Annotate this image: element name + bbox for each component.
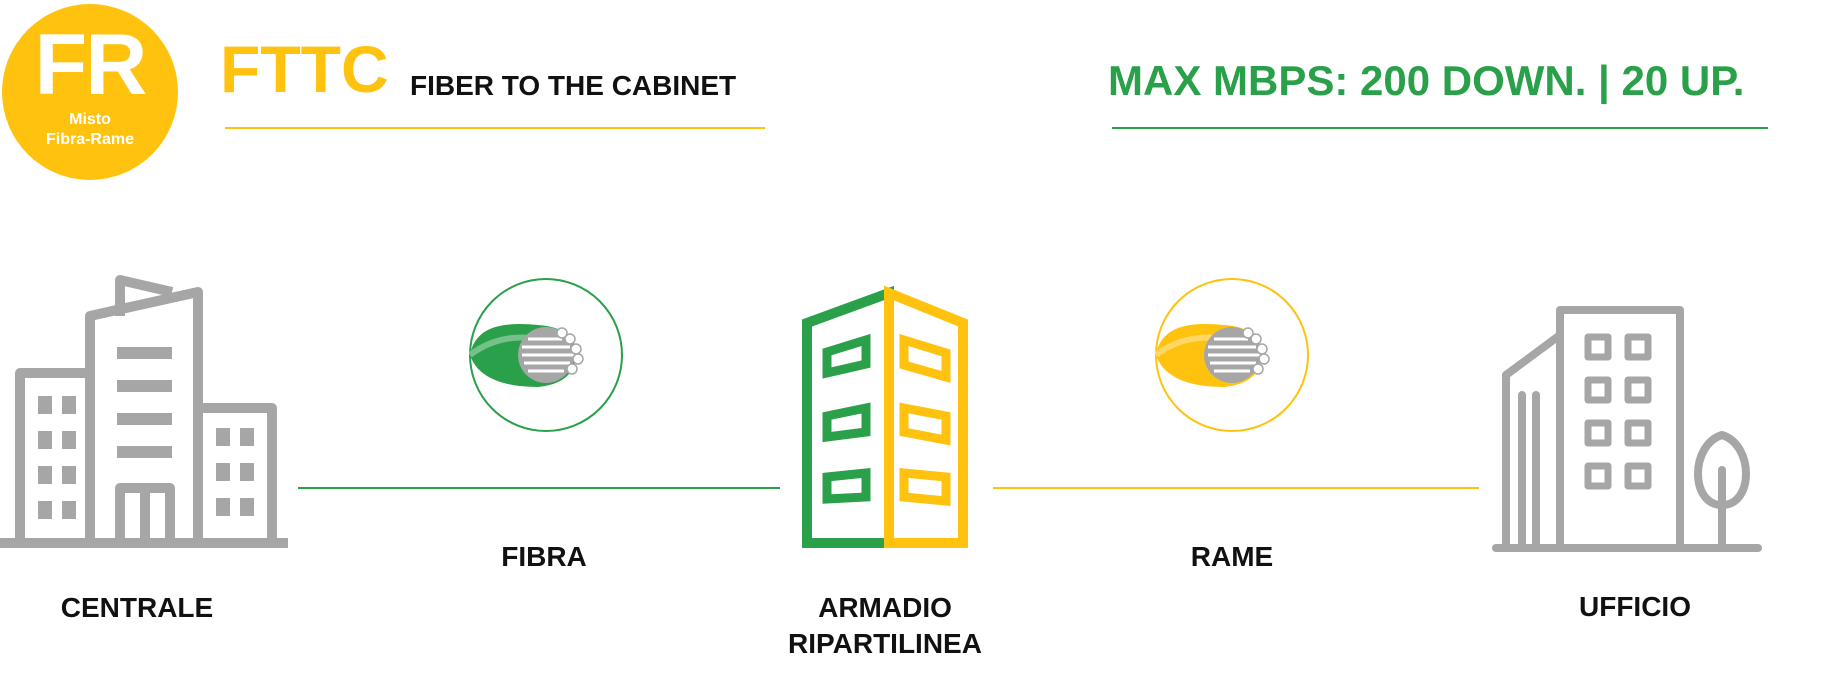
badge-subtitle: Misto Fibra-Rame bbox=[2, 110, 178, 150]
link-label-rame: RAME bbox=[1190, 541, 1274, 572]
badge-code: FR bbox=[34, 17, 148, 113]
cabinet-building-icon bbox=[802, 285, 968, 548]
fiber-cable-icon bbox=[468, 278, 623, 432]
node-label-armadio: ARMADIO RIPARTILINEA bbox=[755, 590, 1015, 662]
node-label-ufficio: UFFICIO bbox=[1579, 591, 1691, 622]
type-badge: FR Misto Fibra-Rame bbox=[2, 4, 178, 180]
fibra-link-line bbox=[298, 487, 780, 489]
title-divider bbox=[225, 127, 765, 129]
node-label-armadio-line1: ARMADIO bbox=[818, 592, 952, 623]
speed-divider bbox=[1112, 127, 1768, 129]
technology-code: FTTC bbox=[220, 32, 389, 106]
max-speed: MAX MBPS: 200 DOWN. | 20 UP. bbox=[1108, 57, 1745, 104]
badge-subtitle-line1: Misto bbox=[69, 111, 111, 128]
technology-name: FIBER TO THE CABINET bbox=[410, 70, 737, 101]
office-building-icon bbox=[1492, 306, 1762, 552]
node-label-centrale: CENTRALE bbox=[60, 592, 214, 623]
badge-subtitle-line2: Fibra-Rame bbox=[45, 131, 135, 148]
node-label-armadio-line2: RIPARTILINEA bbox=[788, 628, 982, 659]
rame-link-line bbox=[993, 487, 1479, 489]
copper-cable-icon bbox=[1154, 278, 1309, 432]
link-label-fibra: FIBRA bbox=[501, 541, 587, 572]
city-buildings-icon bbox=[0, 275, 288, 548]
